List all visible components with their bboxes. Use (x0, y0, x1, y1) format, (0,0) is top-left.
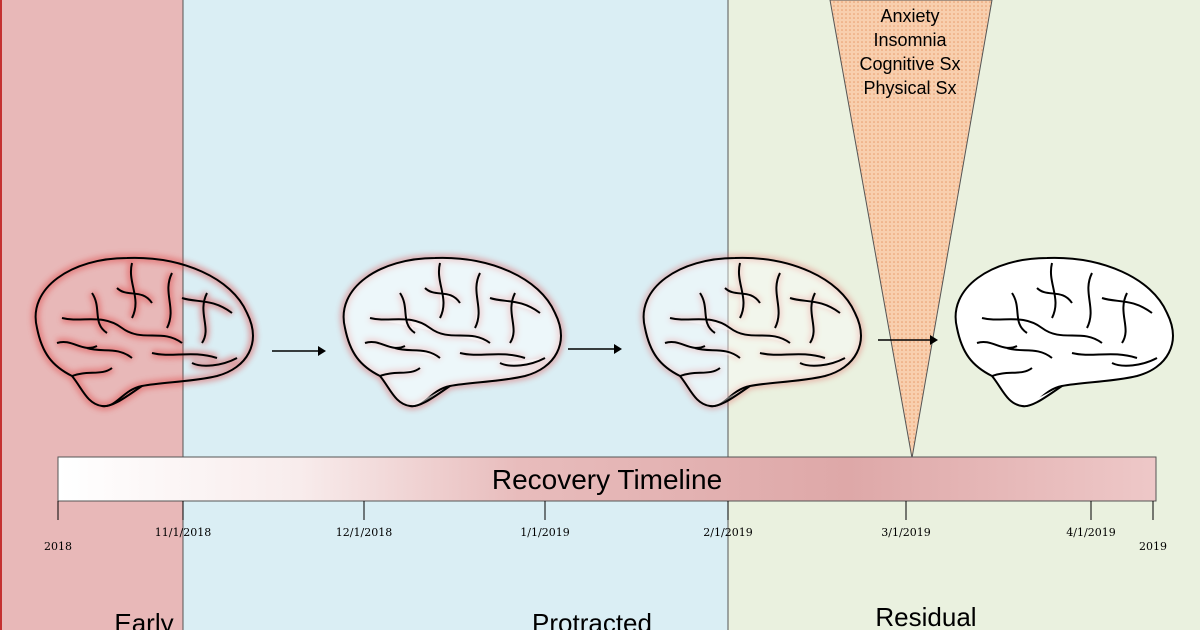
timeline-tick-label: 12/1/2018 (336, 526, 392, 539)
timeline-tick-label: 2019 (1139, 540, 1167, 553)
timeline-title: Recovery Timeline (492, 464, 722, 495)
symptom-label: Cognitive Sx (859, 54, 960, 74)
timeline-tick-label: 11/1/2018 (155, 526, 211, 539)
phase-band-early (0, 0, 183, 630)
timeline-bar (57, 456, 1157, 502)
timeline-tick-label: 1/1/2019 (520, 526, 569, 539)
arrow-right-icon (878, 335, 938, 345)
symptom-list: Anxiety Insomnia Cognitive Sx Physical S… (859, 6, 960, 98)
phase-label-residual: Residual (875, 602, 976, 630)
timeline-tick-label: 4/1/2019 (1066, 526, 1115, 539)
arrow-right-icon (568, 344, 622, 354)
symptom-wedge (829, 0, 993, 459)
phase-label-early: Early (114, 608, 173, 630)
symptom-label: Anxiety (880, 6, 939, 26)
phase-label-protracted: Protracted (532, 608, 652, 630)
timeline-tick-label: 2018 (44, 540, 72, 553)
symptom-label: Insomnia (873, 30, 947, 50)
timeline-tick-label: 3/1/2019 (881, 526, 930, 539)
arrow-right-icon (272, 346, 326, 356)
timeline-tick-label: 2/1/2019 (703, 526, 752, 539)
symptom-label: Physical Sx (863, 78, 956, 98)
timeline-ticks: 2018 11/1/2018 12/1/2018 1/1/2019 2/1/2019 3/… (44, 501, 1167, 553)
